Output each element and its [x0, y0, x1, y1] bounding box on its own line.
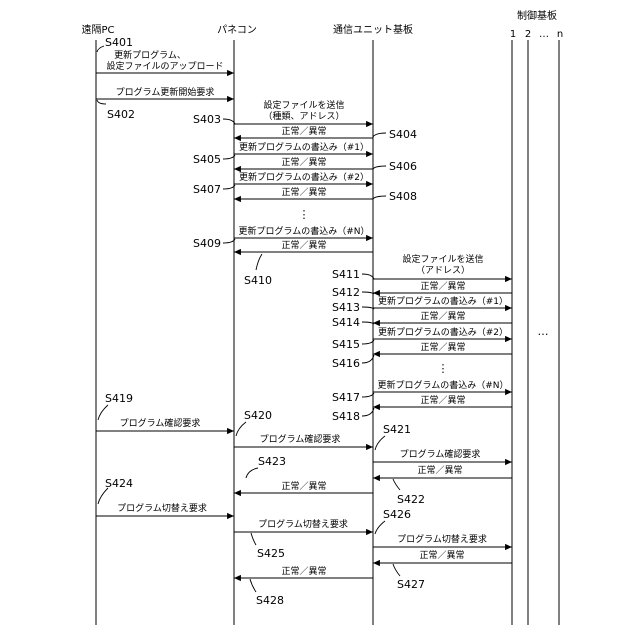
step-leader-s416 [362, 355, 374, 363]
step-leader-s419 [98, 405, 108, 420]
step-leader-s409 [223, 239, 235, 243]
step-leader-s418 [362, 408, 374, 416]
step-leader-s408 [373, 196, 386, 199]
step-leader-s411 [362, 274, 374, 279]
step-label-s401: S401 [105, 36, 133, 49]
ellipsis-boards: … [538, 325, 549, 338]
message-label-s411-line1: 設定ファイルを送信 [402, 253, 483, 265]
control-board-2-label: 2 [525, 29, 531, 40]
step-label-s411: S411 [332, 268, 360, 281]
step-leader-s421 [375, 436, 385, 450]
message-label-s411-line2: （アドレス） [416, 265, 470, 276]
message-label-s420: プログラム確認要求 [260, 433, 341, 445]
step-label-s402: S402 [107, 108, 135, 121]
message-label-s402: プログラム更新開始要求 [116, 86, 215, 98]
step-leader-s407 [223, 185, 235, 189]
step-label-s426: S426 [383, 508, 411, 521]
message-label-s428: 正常／異常 [281, 565, 326, 577]
step-leader-s427 [393, 564, 400, 576]
step-label-s407: S407 [193, 183, 221, 196]
participant-comm-unit-label: 通信ユニット基板 [333, 23, 413, 36]
message-label-s409: 更新プログラムの書込み（#N） [238, 225, 369, 237]
step-label-s420: S420 [244, 409, 272, 422]
step-label-s416: S416 [332, 357, 360, 370]
message-label-s414: 正常／異常 [420, 310, 465, 322]
step-label-s428: S428 [256, 594, 284, 607]
step-leader-s410 [256, 254, 262, 270]
participant-pc-label: 遠隔PC [81, 23, 114, 36]
message-label-s416: 正常／異常 [420, 341, 465, 353]
step-label-s427: S427 [397, 578, 425, 591]
participant-control-board-label: 制御基板 [517, 9, 557, 22]
message-label-s403-line2: （種類、アドレス） [263, 111, 344, 122]
step-label-s413: S413 [332, 301, 360, 314]
message-label-s423: 正常／異常 [281, 480, 326, 492]
message-label-s427: 正常／異常 [419, 549, 464, 561]
step-leader-s402 [97, 100, 106, 104]
message-label-s401-line1: 更新プログラム、 [114, 49, 186, 61]
step-label-s412: S412 [332, 286, 360, 299]
message-label-s404: 正常／異常 [281, 125, 326, 137]
control-board-1-label: 1 [510, 29, 516, 40]
message-label-s419: プログラム確認要求 [120, 417, 201, 429]
message-label-s413: 更新プログラムの書込み（#1） [378, 295, 508, 307]
message-label-s422: 正常／異常 [417, 464, 462, 476]
control-board-n-label: n [557, 29, 563, 40]
ellipsis-pana-comm: ⋮ [299, 208, 310, 221]
step-leader-s423 [246, 468, 258, 478]
message-label-s403-line1: 設定ファイルを送信 [263, 99, 344, 111]
step-leader-s417 [362, 393, 374, 397]
message-label-s407: 更新プログラムの書込み（#2） [239, 171, 369, 183]
message-label-s426: プログラム切替え要求 [397, 533, 487, 545]
step-label-s421: S421 [383, 423, 411, 436]
step-label-s410: S410 [244, 274, 272, 287]
step-label-s403: S403 [193, 113, 221, 126]
step-leader-s420 [236, 422, 246, 436]
message-label-s421: プログラム確認要求 [400, 448, 481, 460]
step-label-s422: S422 [397, 493, 425, 506]
step-label-s406: S406 [389, 160, 417, 173]
message-label-s415: 更新プログラムの書込み（#2） [378, 326, 508, 338]
step-leader-s406 [373, 166, 386, 169]
message-label-s410: 正常／異常 [281, 239, 326, 251]
step-label-s409: S409 [193, 237, 221, 250]
message-label-s412: 正常／異常 [420, 280, 465, 292]
step-leader-s403 [223, 119, 235, 124]
message-label-s424: プログラム切替え要求 [117, 502, 207, 514]
message-label-s417: 更新プログラムの書込み（#N） [377, 379, 508, 391]
step-leader-s413 [362, 307, 374, 309]
participant-panel-computer-label: パネコン [217, 24, 257, 36]
step-leader-s425 [251, 533, 256, 545]
step-label-s423: S423 [258, 455, 286, 468]
step-label-s425: S425 [257, 547, 285, 560]
message-label-s418: 正常／異常 [420, 394, 465, 406]
ellipsis-comm-ctrl: ⋮ [438, 362, 449, 375]
step-label-s404: S404 [389, 128, 417, 141]
message-label-s401-line2: 設定ファイルのアップロード [106, 60, 223, 72]
step-leader-s412 [362, 292, 374, 294]
control-board-ellipsis-label: … [539, 29, 549, 40]
step-leader-s426 [375, 521, 385, 534]
step-leader-s414 [362, 322, 374, 324]
message-label-s405: 更新プログラムの書込み（#1） [239, 141, 369, 153]
step-leader-s404 [373, 133, 386, 137]
step-label-s414: S414 [332, 316, 360, 329]
step-label-s424: S424 [105, 477, 133, 490]
message-label-s406: 正常／異常 [281, 156, 326, 168]
step-leader-s401 [97, 46, 104, 52]
step-label-s405: S405 [193, 153, 221, 166]
step-label-s418: S418 [332, 410, 360, 423]
step-leader-s428 [250, 579, 256, 592]
message-label-s408: 正常／異常 [281, 186, 326, 198]
step-leader-s415 [362, 340, 374, 344]
step-leader-s424 [98, 488, 108, 504]
step-leader-s422 [393, 479, 400, 490]
message-label-s425: プログラム切替え要求 [258, 518, 348, 530]
step-label-s408: S408 [389, 190, 417, 203]
step-label-s419: S419 [105, 392, 133, 405]
step-label-s415: S415 [332, 338, 360, 351]
step-label-s417: S417 [332, 391, 360, 404]
step-leader-s405 [223, 155, 235, 159]
